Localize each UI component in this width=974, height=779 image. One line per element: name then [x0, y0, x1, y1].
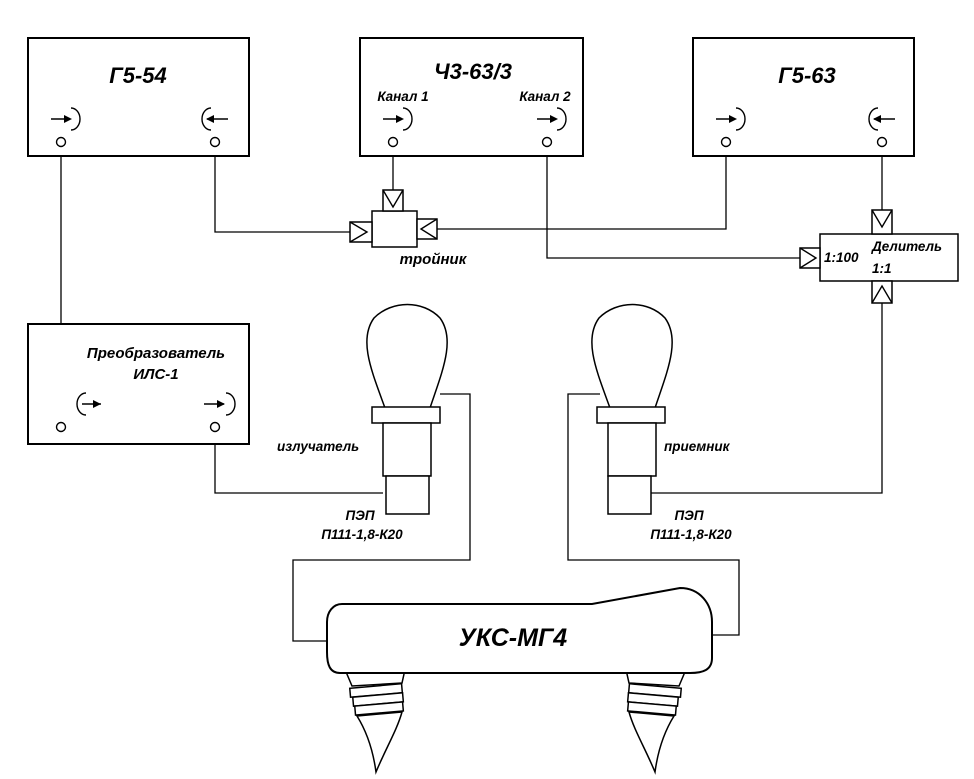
- wire-g554-in-to-tee: [214, 142, 350, 233]
- input-connector-icon: [537, 107, 567, 131]
- tee-connector: тройник: [349, 189, 468, 268]
- tee-label: тройник: [400, 251, 468, 268]
- emitter-collar: [371, 406, 441, 424]
- generator-g5-54-box: [27, 37, 250, 157]
- tee-right-port: [416, 218, 438, 240]
- channel2-jack[interactable]: [541, 136, 553, 148]
- receiver-model-label: П111-1,8-К20: [650, 527, 732, 542]
- generator-g5-63: Г5-63: [692, 37, 915, 157]
- receiver-transducer: приемник ПЭП П111-1,8-К20: [591, 303, 732, 542]
- frequency-counter-box: [359, 37, 584, 157]
- receiver-bulb: [591, 303, 673, 409]
- divider-left-port: [799, 247, 821, 269]
- emitter-type-label: ПЭП: [345, 508, 374, 523]
- divider-ratio-left: 1:100: [824, 250, 859, 265]
- ultrasonic-tester-uks-mg4: УКС-МГ4: [326, 586, 713, 775]
- frequency-counter-ch3-63: Ч3-63/3 Канал 1 Канал 2: [359, 37, 584, 157]
- converter-model: ИЛС-1: [133, 366, 178, 383]
- g5-63-output-jack[interactable]: [876, 136, 888, 148]
- divider: 1:100 Делитель 1:1: [799, 209, 959, 304]
- wire-emitter-cable-to-tester: [292, 393, 471, 642]
- g5-54-output-jack[interactable]: [55, 136, 67, 148]
- input-connector-icon: [716, 107, 746, 131]
- wire-converter-to-emitter: [214, 427, 383, 494]
- divider-bottom-port: [871, 280, 893, 304]
- wire-tee-to-g563: [437, 142, 727, 230]
- receiver-label: приемник: [664, 439, 731, 454]
- output-connector-icon: [51, 107, 81, 131]
- channel1-label: Канал 1: [377, 89, 428, 104]
- converter-ils-1: Преобразователь ИЛС-1: [27, 323, 250, 445]
- emitter-housing: [382, 422, 432, 477]
- emitter-bulb: [366, 303, 448, 409]
- tee-top-port: [382, 189, 404, 212]
- wire-divider-to-receiver: [650, 303, 883, 494]
- wire-channel2-to-divider: [546, 142, 800, 259]
- generator-g5-63-title: Г5-63: [778, 63, 836, 88]
- divider-body: [819, 233, 959, 282]
- g5-54-input-jack[interactable]: [209, 136, 221, 148]
- channel2-label: Канал 2: [519, 89, 571, 104]
- generator-g5-63-box: [692, 37, 915, 157]
- receiver-housing: [607, 422, 657, 477]
- divider-ratio-bottom: 1:1: [872, 261, 892, 276]
- frequency-counter-title: Ч3-63/3: [434, 59, 512, 84]
- emitter-transducer: излучатель ПЭП П111-1,8-К20: [277, 303, 448, 542]
- channel1-jack[interactable]: [387, 136, 399, 148]
- output-connector-icon: [868, 107, 895, 131]
- tester-body: [326, 586, 713, 674]
- converter-input-jack[interactable]: [55, 421, 67, 433]
- receiver-collar: [596, 406, 666, 424]
- converter-output-jack[interactable]: [209, 421, 221, 433]
- tee-body: [371, 210, 418, 248]
- emitter-tip: [385, 475, 430, 515]
- g5-63-input-jack[interactable]: [720, 136, 732, 148]
- divider-top-port: [871, 209, 893, 235]
- output-connector-icon: [204, 392, 236, 416]
- tester-name: УКС-МГ4: [459, 624, 568, 652]
- generator-g5-54: Г5-54: [27, 37, 250, 157]
- emitter-model-label: П111-1,8-К20: [321, 527, 403, 542]
- divider-name: Делитель: [871, 239, 942, 254]
- input-connector-icon: [201, 107, 228, 131]
- emitter-label: излучатель: [277, 439, 359, 454]
- tee-left-port: [349, 221, 373, 243]
- input-connector-icon: [383, 107, 413, 131]
- receiver-type-label: ПЭП: [674, 508, 703, 523]
- receiver-tip: [607, 475, 652, 515]
- input-connector-icon: [76, 392, 101, 416]
- wire-receiver-cable-to-tester: [567, 393, 740, 636]
- converter-title: Преобразователь: [87, 345, 225, 362]
- generator-g5-54-title: Г5-54: [109, 63, 167, 88]
